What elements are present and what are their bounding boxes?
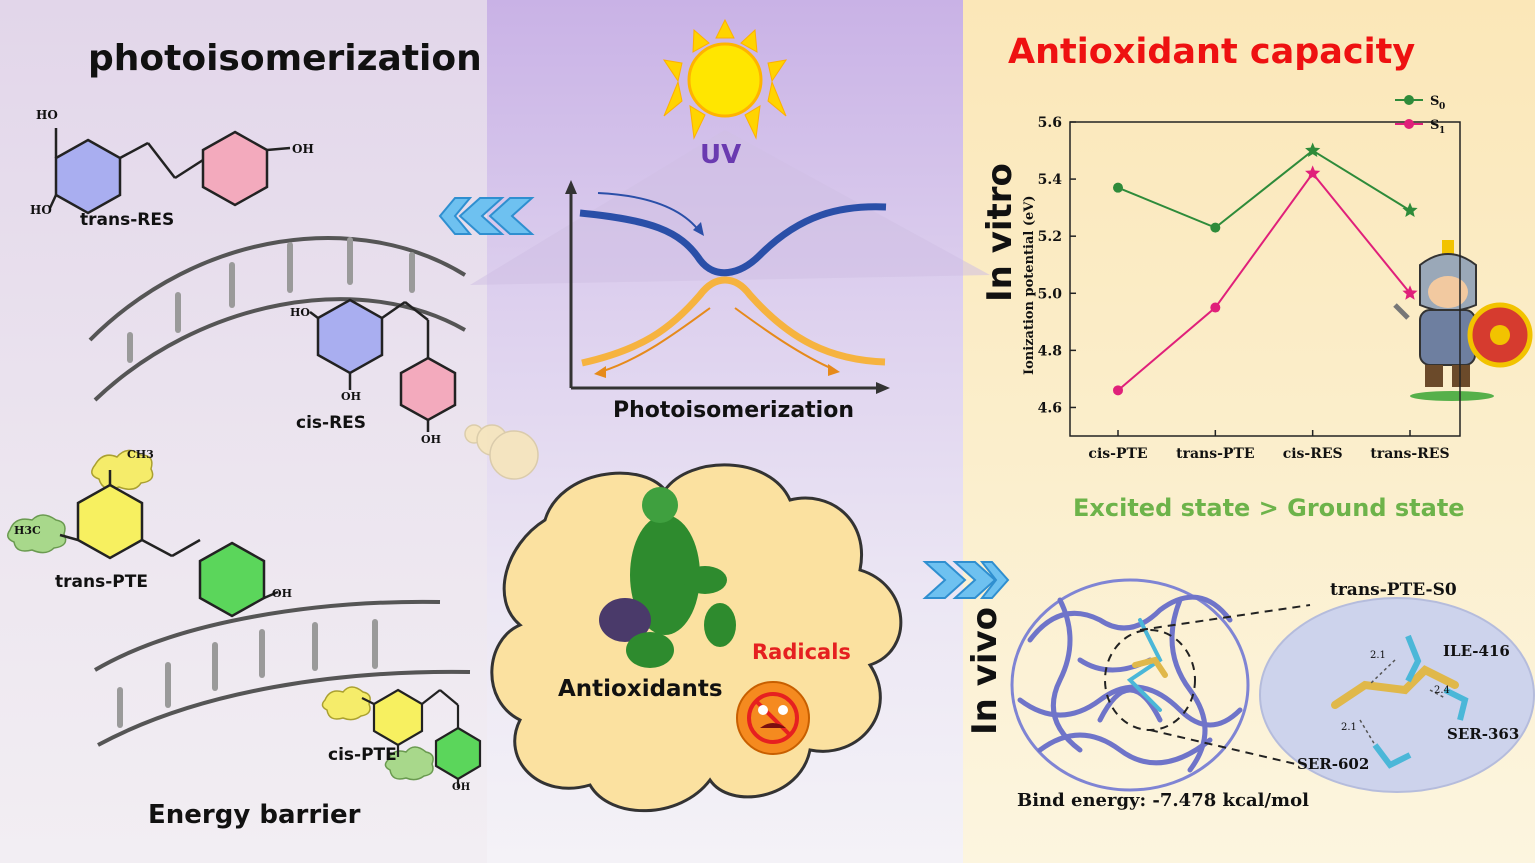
state-comparison: Excited state > Ground state	[1073, 494, 1465, 522]
oh-group: OH	[452, 782, 471, 793]
energy-barrier-lower	[93, 599, 471, 747]
arrow-right-icon	[922, 561, 1010, 599]
cis-res-label: cis-RES	[296, 413, 367, 433]
zoom-lines	[1104, 604, 1311, 766]
y-tick-label: 4.6	[1038, 400, 1062, 416]
residue-label: SER-602	[1297, 755, 1370, 773]
residue-label: SER-363	[1447, 725, 1520, 743]
trans-pte-structure	[7, 449, 279, 618]
legend-marker	[1404, 95, 1414, 105]
y-tick-label: 5.4	[1038, 172, 1063, 188]
sun-icon	[662, 18, 788, 140]
y-tick-label: 5.6	[1038, 115, 1062, 131]
y-tick-label: 5.0	[1038, 286, 1063, 302]
och3-group: CH3	[127, 448, 154, 461]
bubbles	[464, 424, 539, 480]
energy-barrier-label: Energy barrier	[148, 800, 361, 830]
cis-pte-structure	[321, 686, 482, 788]
arrow-left-icon	[438, 197, 535, 235]
oh-group: OH	[341, 390, 361, 403]
series-line-s0	[1117, 149, 1411, 229]
trans-pte-label: trans-PTE	[55, 572, 148, 592]
radicals-label: Radicals	[752, 640, 851, 664]
antioxidants-label: Antioxidants	[558, 676, 723, 702]
oh-group: HO	[30, 203, 52, 217]
radical-icon	[736, 681, 810, 755]
energy-barrier-upper	[88, 235, 467, 402]
legend-label: S	[1430, 118, 1439, 133]
energy-diagram	[565, 180, 890, 394]
residue-label: ILE-416	[1443, 642, 1510, 660]
bind-energy: Bind energy: -7.478 kcal/mol	[1017, 790, 1309, 811]
knight-icon	[1393, 240, 1533, 401]
och3-group: H3C	[14, 524, 41, 537]
legend-subscript: 1	[1439, 126, 1445, 136]
distance-label: 2.1	[1370, 650, 1386, 661]
energy-diagram-label: Photoisomerization	[613, 398, 855, 423]
oh-group: OH	[292, 142, 314, 156]
y-tick-label: 4.8	[1038, 343, 1062, 359]
y-tick-label: 5.2	[1038, 229, 1062, 245]
oh-group: OH	[421, 433, 441, 446]
cis-res-structure	[309, 298, 457, 432]
ionization-chart: 4.6 4.8 5.0 5.2 5.4 5.6 cis-PTE trans-PTE cis-RE…	[1038, 94, 1461, 462]
data-point	[1113, 385, 1123, 396]
data-point	[1113, 182, 1123, 193]
binding-pocket	[1259, 597, 1535, 793]
data-point-star	[1402, 285, 1418, 300]
trans-res-structure	[48, 128, 291, 215]
uv-label: UV	[700, 140, 742, 170]
chart-frame	[1069, 121, 1461, 437]
in-vivo-label: In vivo	[965, 606, 1005, 735]
oh-group: HO	[36, 108, 58, 122]
chart-ylabel: Ionization potential (eV)	[1022, 195, 1037, 375]
series-line-s1	[1117, 171, 1411, 392]
photoisomerization-title: photoisomerization	[88, 38, 482, 79]
antioxidant-title: Antioxidant capacity	[1008, 32, 1416, 72]
data-point-star	[1305, 142, 1321, 158]
x-tick-label: trans-RES	[1370, 446, 1449, 462]
legend-label: S	[1430, 94, 1439, 109]
x-tick-label: trans-PTE	[1176, 446, 1254, 462]
cis-pte-label: cis-PTE	[328, 745, 397, 765]
data-point	[1210, 222, 1221, 233]
x-tick-label: cis-PTE	[1088, 446, 1147, 462]
legend-subscript: 0	[1439, 102, 1445, 112]
uv-light-cone	[470, 130, 990, 285]
data-point-star	[1305, 165, 1321, 180]
oh-group: HO	[290, 306, 310, 319]
in-vitro-label: In vitro	[980, 163, 1020, 302]
data-point-star	[1402, 202, 1418, 217]
hero-figure	[599, 487, 736, 668]
x-tick-label: cis-RES	[1283, 446, 1343, 462]
trans-res-label: trans-RES	[80, 210, 175, 230]
distance-label: 2.4	[1434, 685, 1450, 696]
data-point	[1210, 302, 1221, 313]
antioxidant-cloud	[490, 463, 903, 813]
oh-group: OH	[272, 587, 292, 600]
protein-structure	[1010, 578, 1250, 792]
legend-marker	[1404, 119, 1414, 129]
complex-title: trans-PTE-S0	[1330, 580, 1457, 600]
distance-label: 2.1	[1341, 722, 1357, 733]
